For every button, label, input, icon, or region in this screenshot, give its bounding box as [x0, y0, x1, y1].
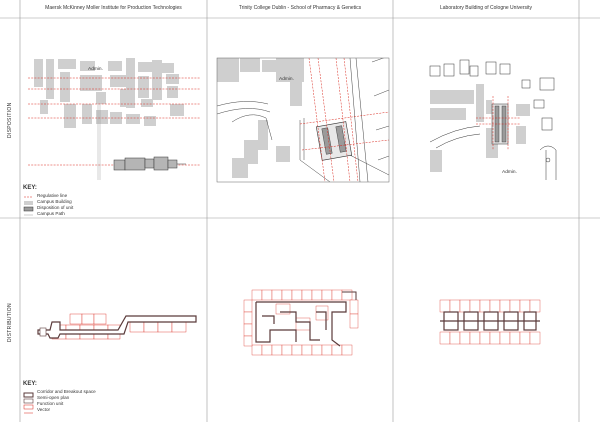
key-item: Campus Path — [37, 211, 65, 216]
row-label-distribution: DISTRIBUTION — [7, 303, 13, 342]
key-item: Semi-open plan — [37, 395, 70, 400]
admin-label-3: Admin. — [502, 169, 517, 175]
plan-maersk — [37, 313, 197, 340]
column-header-1: Maersk McKinney Moller Institute for Pro… — [45, 5, 182, 11]
map-trinity: Admin. — [216, 57, 390, 183]
key-item: Vector — [37, 407, 51, 412]
key-disposition-swatches — [23, 196, 34, 216]
map-maersk: Admin. — [28, 58, 200, 180]
column-header-3: Laboratory Building of Cologne Universit… — [440, 5, 532, 11]
column-header-2: Trinity College Dublin - School of Pharm… — [238, 5, 362, 11]
plan-cologne — [439, 299, 541, 345]
plan-trinity — [243, 289, 359, 356]
key-distribution-swatches — [23, 392, 34, 414]
key-title: KEY: — [23, 381, 37, 387]
key-item: Corridor and Breakout space — [37, 389, 96, 394]
admin-label-1: Admin. — [88, 66, 103, 72]
map-cologne: Admin. — [429, 59, 557, 180]
key-distribution: KEY: Corridor and Breakout space Semi-op… — [23, 381, 96, 413]
key-item: Campus Building — [37, 199, 72, 204]
key-item: Function unit — [37, 401, 64, 406]
admin-label-2: Admin. — [279, 76, 294, 82]
row-label-disposition: DISPOSITION — [7, 102, 13, 138]
key-item: Disposition of unit — [37, 205, 74, 210]
key-title: KEY: — [23, 185, 37, 191]
key-disposition: KEY: Regulative line Campus Building Dis… — [23, 185, 73, 217]
key-item: Regulative line — [37, 193, 68, 198]
